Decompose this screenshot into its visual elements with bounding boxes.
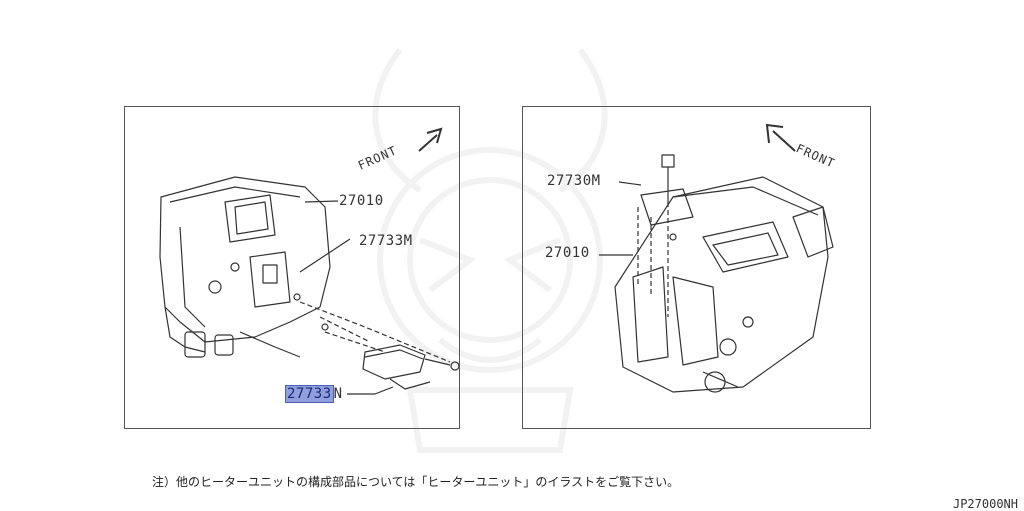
highlighted-part-number[interactable]: 27733 bbox=[285, 385, 334, 403]
illustration-code: JP27000NH bbox=[952, 497, 1018, 511]
heater-unit-drawing-right bbox=[599, 154, 834, 393]
heater-unit-drawing-left bbox=[159, 176, 459, 395]
label-heater-unit: 27010 bbox=[545, 245, 590, 261]
watermark-crest bbox=[372, 48, 608, 453]
diagram-panel-right: 27730M 27010 FRONT bbox=[522, 106, 871, 429]
label-heater-unit: 27010 bbox=[339, 193, 384, 209]
part-number-suffix: N bbox=[333, 386, 343, 402]
footnote: 注）他のヒーターユニットの構成部品については「ヒーターユニット」のイラストをご覧… bbox=[152, 475, 680, 489]
front-arrow-icon bbox=[765, 123, 796, 152]
label-actuator: 27733M bbox=[359, 233, 413, 249]
front-arrow-icon bbox=[418, 127, 443, 152]
label-actuator: 27730M bbox=[547, 173, 601, 189]
